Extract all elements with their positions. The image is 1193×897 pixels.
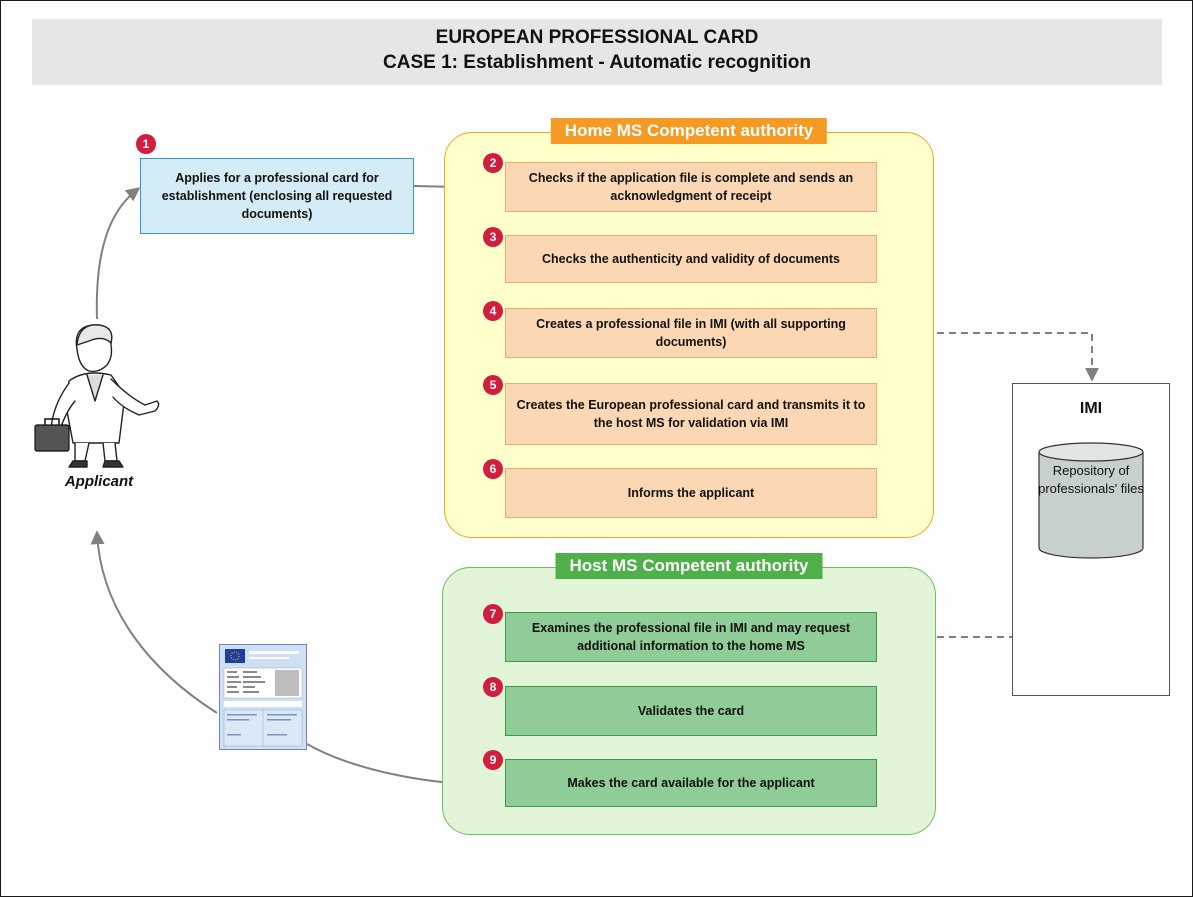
step-6-text: Informs the applicant — [627, 486, 755, 500]
step-4-text: Creates a professional file in IMI (with… — [536, 317, 846, 349]
imi-title: IMI — [1079, 400, 1103, 417]
step-7-box: Examines the professional file in IMI an… — [505, 612, 877, 662]
step-4-badge: 4 — [483, 301, 503, 321]
step-3-box: Checks the authenticity and validity of … — [505, 235, 877, 283]
step-9-badge: 9 — [483, 750, 503, 770]
diagram-subtitle: CASE 1: Establishment - Automatic recogn… — [383, 52, 811, 73]
step-5-text: Creates the European professional card a… — [516, 398, 866, 430]
applicant-caption: Applicant — [64, 473, 134, 490]
step-3-badge: 3 — [483, 227, 503, 247]
home-authority-title: Home MS Competent authority — [550, 118, 828, 144]
step-1-badge: 1 — [136, 134, 156, 154]
imi-system-box: IMI Repository of professionals' files — [1012, 383, 1170, 696]
professional-card-document-icon — [219, 644, 307, 750]
step-4-box: Creates a professional file in IMI (with… — [505, 308, 877, 358]
step-5-badge: 5 — [483, 375, 503, 395]
host-authority-title: Host MS Competent authority — [555, 553, 823, 579]
diagram-title: EUROPEAN PROFESSIONAL CARD — [435, 27, 759, 48]
businessman-icon — [34, 324, 160, 468]
step-5-box: Creates the European professional card a… — [505, 383, 877, 445]
step-1-box: Applies for a professional card for esta… — [140, 158, 414, 234]
dashed-link-step4-imi — [877, 332, 1099, 382]
step-8-box: Validates the card — [505, 686, 877, 736]
step-6-badge: 6 — [483, 459, 503, 479]
arrow-applicant-to-step1 — [95, 187, 141, 320]
step-6-box: Informs the applicant — [505, 468, 877, 518]
briefcase-icon — [34, 418, 70, 452]
step-1-text: Applies for a professional card for esta… — [161, 171, 393, 221]
step-3-text: Checks the authenticity and validity of … — [542, 252, 840, 266]
step-7-text: Examines the professional file in IMI an… — [531, 621, 851, 653]
step-2-text: Checks if the application file is comple… — [528, 171, 854, 203]
title-banner: EUROPEAN PROFESSIONAL CARD CASE 1: Estab… — [32, 19, 1162, 85]
step-8-text: Validates the card — [637, 704, 745, 718]
step-7-badge: 7 — [483, 604, 503, 624]
step-9-box: Makes the card available for the applica… — [505, 759, 877, 807]
step-9-text: Makes the card available for the applica… — [567, 776, 815, 790]
step-8-badge: 8 — [483, 677, 503, 697]
repository-label: Repository of professionals' files — [1038, 463, 1144, 496]
arrow-card-to-applicant — [90, 530, 218, 714]
database-icon — [1038, 442, 1144, 559]
step-2-box: Checks if the application file is comple… — [505, 162, 877, 212]
step-2-badge: 2 — [483, 153, 503, 173]
